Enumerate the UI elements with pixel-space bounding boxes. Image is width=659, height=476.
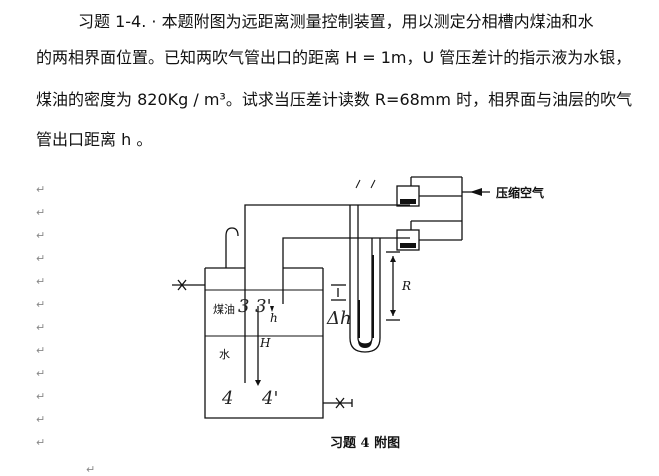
paragraph-mark: ↵: [36, 413, 46, 426]
vent-tube: [225, 227, 239, 268]
water-label: 水: [219, 348, 230, 361]
paragraph-mark: ↵: [36, 321, 46, 334]
problem-line-4: 管出口距离 h 。: [36, 130, 153, 149]
paragraph-mark: ↵: [36, 183, 46, 196]
inlet-valve: [177, 279, 187, 291]
paragraph-mark: ↵: [36, 252, 46, 265]
paragraph-mark: ↵: [36, 229, 46, 242]
paragraph-mark: ↵: [36, 275, 46, 288]
air-arrow-icon: [470, 188, 482, 196]
tank-body: [204, 268, 324, 419]
problem-line-1: 习题 1-4. · 本题附图为远距离测量控制装置，用以测定分相槽内煤油和水: [78, 12, 594, 31]
paragraph-mark: ↵: [36, 344, 46, 357]
paragraph-mark: ↵: [36, 367, 46, 380]
paragraph-mark: ↵: [86, 463, 96, 476]
problem-line-3: 煤油的密度为 820Kg / m³。试求当压差计读数 R=68mm 时，相界面与…: [36, 90, 633, 109]
air-label: 压缩空气: [496, 185, 544, 200]
H-label: H: [259, 336, 271, 350]
handwritten-delta-h: Δh: [326, 308, 352, 329]
paragraph-mark: ↵: [36, 298, 46, 311]
blow-tube-lower: [244, 204, 410, 383]
outlet-valve: [335, 397, 345, 409]
h-label: h: [270, 311, 278, 325]
figure-caption: 习题 4 附图: [330, 436, 401, 451]
handwritten-33: 3 3': [238, 296, 272, 317]
blow-tube-upper: [282, 237, 410, 304]
paragraph-mark: ↵: [36, 436, 46, 449]
handwritten-4-prime: 4': [261, 388, 278, 409]
paragraph-mark: ↵: [36, 206, 46, 219]
problem-line-2: 的两相界面位置。已知两吹气管出口的距离 H = 1m，U 管压差计的指示液为水银…: [36, 48, 632, 67]
R-label: R: [401, 279, 411, 293]
handwritten-4: 4: [221, 388, 233, 409]
paragraph-mark: ↵: [36, 390, 46, 403]
oil-label: 煤油: [213, 302, 235, 316]
manometer-bottom: [349, 337, 381, 353]
